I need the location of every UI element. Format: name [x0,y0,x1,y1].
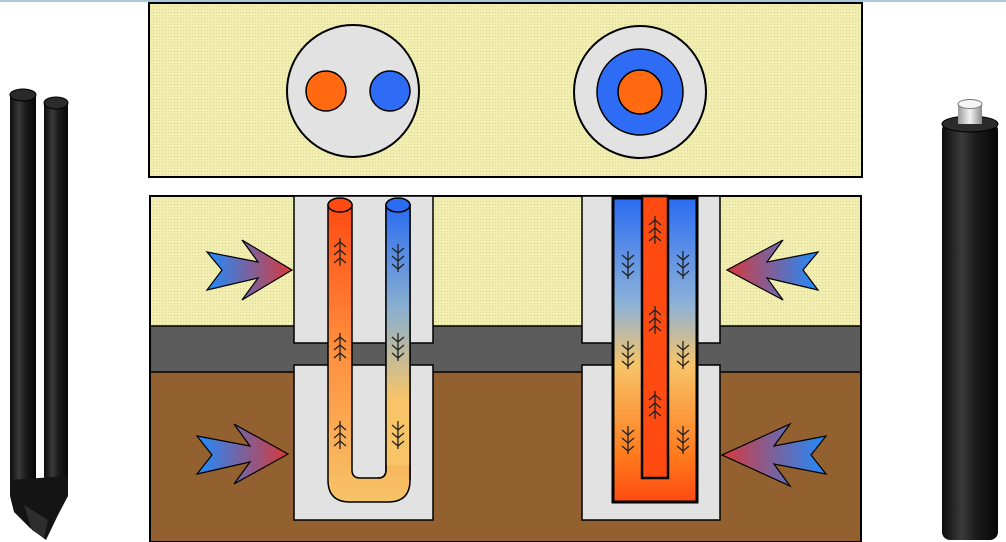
flow-down-chevron-icon [621,341,635,369]
coaxial-borehole [581,194,721,521]
flow-down-chevron-icon [391,421,405,449]
heat-flow-arrows [195,239,828,488]
flow-down-chevron-icon [676,341,690,369]
flow-down-chevron-icon [391,244,405,272]
flow-up-chevron-icon [333,421,347,449]
flow-chevrons [333,216,690,454]
flow-up-chevron-icon [648,216,662,244]
cross-section-panel [148,2,863,178]
heat-arrow-icon [725,239,820,301]
cold-pipe-circle [369,70,411,112]
flow-up-chevron-icon [333,238,347,266]
flow-down-chevron-icon [676,426,690,454]
hot-core-circle [617,69,663,115]
heat-arrow-icon [195,423,290,485]
cold-pipe-opening [385,197,411,213]
flow-down-chevron-icon [676,251,690,279]
ground-panel [149,194,862,542]
coaxial-black-pipe-icon [941,99,999,540]
top-border-line [0,0,1006,2]
coaxial-cross-section [573,25,707,159]
rock-layer [150,326,861,372]
flow-down-chevron-icon [621,251,635,279]
flow-up-chevron-icon [333,333,347,361]
flow-up-chevron-icon [648,391,662,419]
hot-pipe-circle [305,70,347,112]
u-tube-cross-section [286,24,420,158]
heat-arrow-icon [205,239,294,301]
flow-down-chevron-icon [391,333,405,361]
heat-arrow-icon [720,422,828,488]
double-u-tube-black-pipe-icon [9,88,69,540]
hot-pipe-opening [327,197,353,213]
flow-down-chevron-icon [621,426,635,454]
flow-up-chevron-icon [648,306,662,334]
